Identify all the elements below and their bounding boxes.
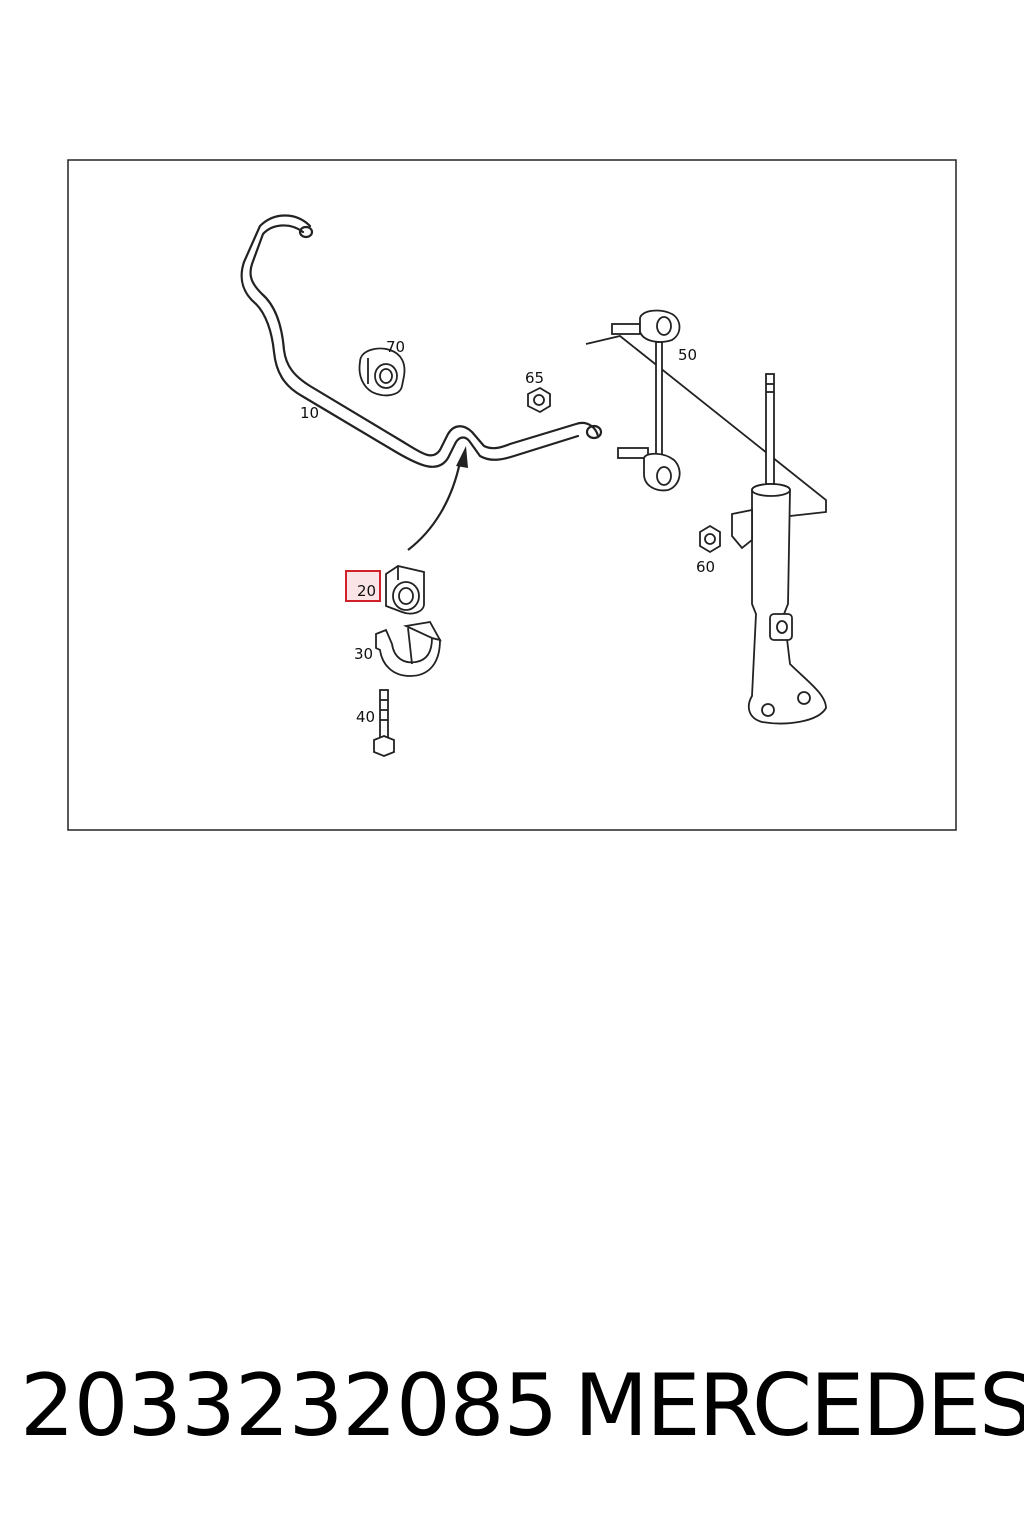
coupling-rod-50 (585, 309, 827, 517)
highlight-box (345, 570, 381, 602)
label-50: 50 (678, 346, 697, 364)
label-70: 70 (386, 338, 405, 356)
brand-name: MERCEDES (574, 1356, 1024, 1456)
label-40: 40 (356, 708, 375, 726)
label-65: 65 (525, 369, 544, 387)
label-10: 10 (300, 404, 319, 422)
strut (731, 373, 827, 725)
bracket-30 (375, 621, 442, 677)
bushing-70 (358, 347, 406, 397)
label-30: 30 (354, 645, 373, 663)
nut-65 (527, 386, 551, 414)
nut-60 (699, 524, 721, 554)
product-caption: 2033232085 MERCEDES (0, 1356, 1024, 1476)
label-20: 20 (357, 582, 376, 600)
bushing-20 (385, 565, 425, 615)
mounting-arrow (407, 446, 468, 551)
bolt-40 (373, 689, 395, 757)
stabilizer-bar (240, 214, 603, 468)
label-60: 60 (696, 558, 715, 576)
diagram-frame (67, 159, 957, 831)
part-number: 2033232085 (20, 1356, 558, 1456)
